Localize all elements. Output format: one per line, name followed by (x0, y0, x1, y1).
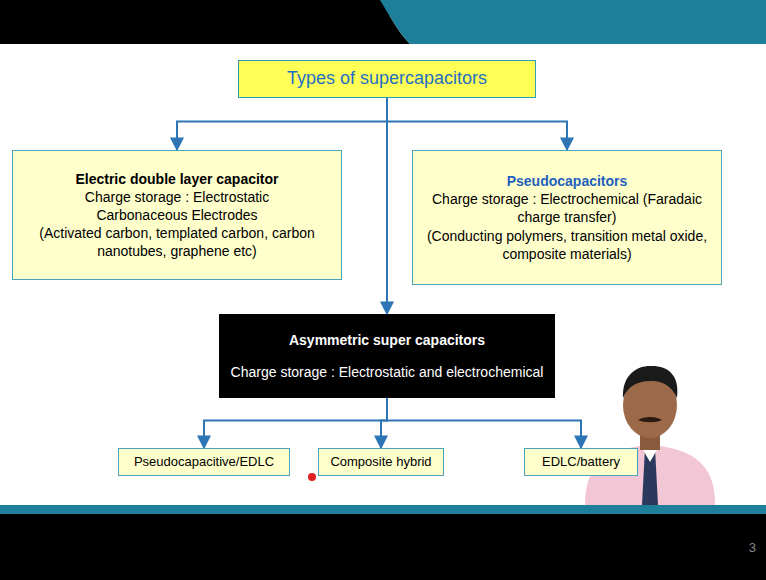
edlc-box: Electric double layer capacitorCharge st… (12, 150, 342, 280)
subtype-box: Pseudocapacitive/EDLC (118, 448, 290, 476)
connector-arrow (204, 398, 387, 448)
connector-arrow (177, 98, 387, 150)
connector-arrow (387, 398, 581, 448)
box-text: Composite hybrid (330, 454, 431, 471)
top-black-shape (0, 0, 410, 44)
presenter-figure (585, 366, 715, 505)
connector-arrow (387, 98, 567, 150)
box-text: Charge storage : Electrostatic (85, 188, 269, 206)
box-text: Charge storage : Electrochemical (Farada… (421, 190, 713, 226)
box-text: Pseudocapacitive/EDLC (134, 454, 274, 471)
box-text: (Activated carbon, templated carbon, car… (21, 224, 333, 260)
bottom-teal-line (0, 505, 766, 514)
top-teal-shape (380, 0, 766, 44)
box-heading: Electric double layer capacitor (75, 170, 278, 188)
box-text: Charge storage : Electrostatic and elect… (231, 363, 544, 381)
box-text: Carbonaceous Electrodes (96, 206, 257, 224)
asymmetric-box: Asymmetric super capacitorsCharge storag… (219, 314, 555, 398)
box-heading: Pseudocapacitors (507, 172, 628, 190)
box-text: EDLC/battery (542, 454, 620, 471)
bottom-band (0, 514, 766, 580)
box-heading: Asymmetric super capacitors (289, 331, 485, 349)
pseudocapacitor-box: PseudocapacitorsCharge storage : Electro… (412, 150, 722, 285)
subtype-box: EDLC/battery (524, 448, 638, 476)
pointer-dot (308, 473, 316, 481)
subtype-box: Composite hybrid (318, 448, 444, 476)
box-text: Types of supercapacitors (287, 67, 487, 90)
page-number: 3 (749, 540, 756, 555)
box-text: (Conducting polymers, transition metal o… (421, 227, 713, 263)
connector-arrow (386, 98, 388, 314)
title-box: Types of supercapacitors (238, 60, 536, 98)
